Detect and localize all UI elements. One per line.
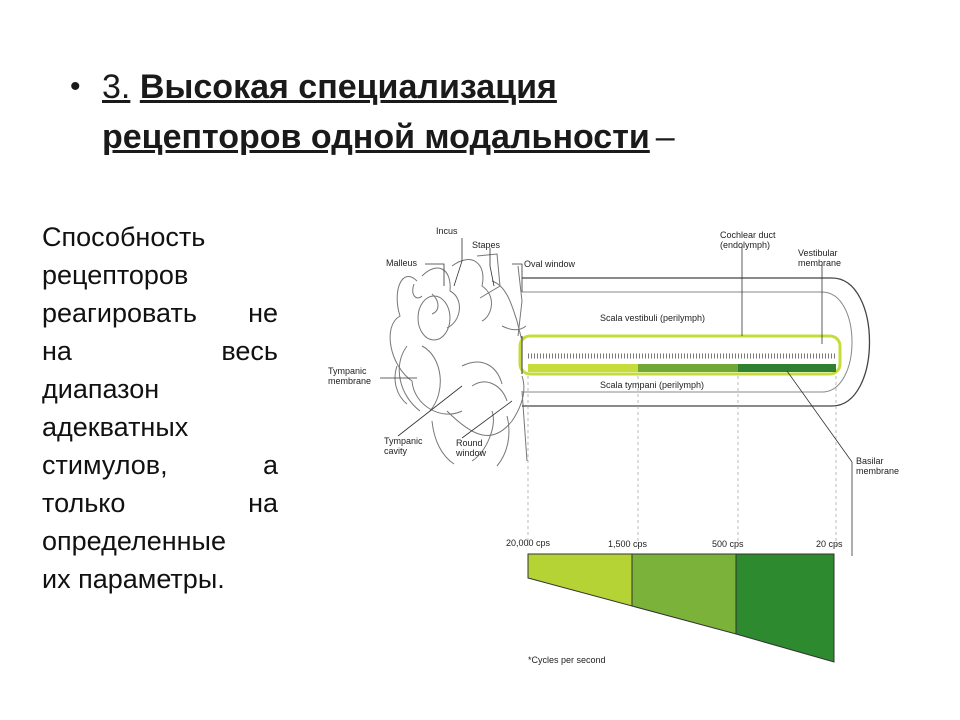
label-round-window-2: window	[455, 448, 487, 458]
label-stapes: Stapes	[472, 240, 501, 250]
label-oval-window: Oval window	[524, 259, 576, 269]
paragraph-word: весь	[221, 336, 278, 366]
paragraph-line: диапазон	[42, 370, 278, 408]
cochlea-diagram: Incus Stapes Malleus Oval window Cochlea…	[322, 206, 928, 682]
label-scala-tympani: Scala tympani (perilymph)	[600, 380, 704, 390]
label-freq-20: 20 cps	[816, 539, 843, 549]
heading-number: 3.	[102, 68, 131, 106]
frequency-bands	[527, 553, 835, 663]
heading-bullet: •	[70, 70, 81, 103]
label-freq-1500: 1,500 cps	[608, 539, 648, 549]
paragraph-word: только	[42, 488, 126, 518]
label-incus: Incus	[436, 226, 458, 236]
label-freq-500: 500 cps	[712, 539, 744, 549]
label-cochlear-duct-endolymph: (endolymph)	[720, 240, 770, 250]
paragraph-line: адекватных	[42, 408, 278, 446]
paragraph-word: реагировать	[42, 298, 197, 328]
paragraph-word: на	[42, 336, 72, 366]
label-tympanic-membrane-2: membrane	[328, 376, 371, 386]
definition-paragraph: Способность рецепторов реагировать не на весь…	[42, 218, 278, 598]
cochlea-diagram-svg: Incus Stapes Malleus Oval window Cochlea…	[328, 226, 899, 665]
paragraph-word: на	[248, 488, 278, 518]
paragraph-word: определенные	[42, 526, 226, 556]
band-high-frequency	[527, 553, 633, 607]
leader-lines	[380, 238, 853, 556]
paragraph-line: их параметры.	[42, 560, 278, 598]
label-basilar-membrane: membrane	[856, 466, 899, 476]
basilar-segment-high	[528, 364, 638, 372]
label-tympanic-cavity: Tympanic	[384, 436, 423, 446]
paragraph-word: не	[248, 298, 278, 328]
label-tympanic-membrane: Tympanic	[328, 366, 367, 376]
label-footnote: *Cycles per second	[528, 655, 606, 665]
heading-title-line2: рецепторов одной модальности	[102, 118, 650, 156]
label-basilar: Basilar	[856, 456, 884, 466]
label-round-window: Round	[456, 438, 483, 448]
paragraph-line: определенные	[42, 522, 278, 560]
basilar-segment-low	[738, 364, 836, 372]
label-malleus: Malleus	[386, 258, 418, 268]
paragraph-word: диапазон	[42, 374, 160, 404]
basilar-segment-mid	[638, 364, 738, 372]
label-scala-vestibuli: Scala vestibuli (perilymph)	[600, 313, 705, 323]
paragraph-line: Способность	[42, 218, 278, 256]
heading-text: 3. Высокая специализация рецепторов одно…	[102, 62, 822, 162]
heading-dash: –	[655, 118, 675, 156]
label-tympanic-cavity-2: cavity	[384, 446, 408, 456]
band-low-frequency	[735, 553, 835, 663]
label-freq-20000: 20,000 cps	[506, 538, 551, 548]
paragraph-word: стимулов,	[42, 450, 168, 480]
band-mid-frequency	[631, 553, 737, 635]
label-vestibular-membrane: membrane	[798, 258, 841, 268]
paragraph-line: рецепторов	[42, 256, 278, 294]
frequency-guides	[527, 376, 837, 546]
cochlea-tube	[518, 277, 871, 407]
paragraph-word: их параметры.	[42, 564, 225, 594]
paragraph-word: Способность	[42, 222, 206, 252]
label-vestibular: Vestibular	[798, 248, 838, 258]
paragraph-word: адекватных	[42, 412, 189, 442]
middle-ear-sketch	[389, 253, 528, 467]
paragraph-line: только на	[42, 484, 278, 522]
paragraph-line: реагировать не	[42, 294, 278, 332]
label-cochlear-duct: Cochlear duct	[720, 230, 776, 240]
paragraph-word: рецепторов	[42, 260, 189, 290]
paragraph-line: на весь	[42, 332, 278, 370]
heading-title-line1: Высокая специализация	[139, 68, 557, 106]
paragraph-line: стимулов, а	[42, 446, 278, 484]
paragraph-word: а	[262, 450, 278, 480]
